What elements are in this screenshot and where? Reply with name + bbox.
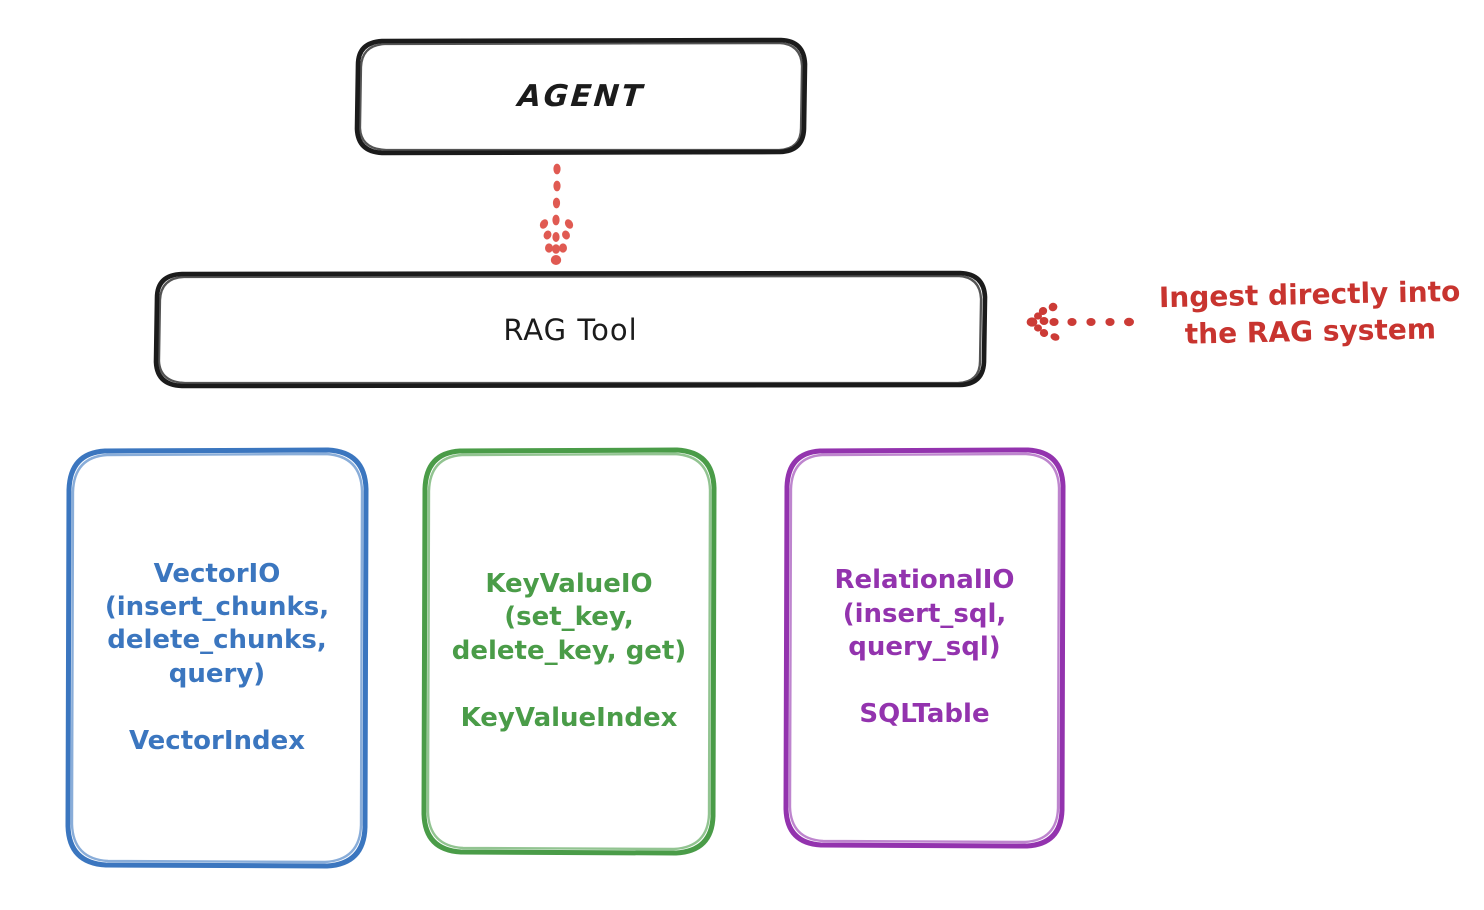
relational-io-api-label: RelationalIO (insert_sql, query_sql) — [834, 565, 1015, 662]
key-value-io-api-label: KeyValueIO (set_key, delete_key, get) — [451, 568, 687, 666]
sql-table-label: SQLTable — [859, 699, 990, 730]
vectorio-box-outline — [65, 447, 369, 869]
vector-io-node[interactable]: VectorIO (insert_chunks, delete_chunks, … — [68, 450, 366, 866]
vector-io-api-label: VectorIO (insert_chunks, delete_chunks, … — [104, 558, 330, 689]
rag-tool-node[interactable]: RAG Tool — [156, 273, 985, 386]
ingest-annotation: Ingest directly into the RAG system — [1158, 274, 1461, 351]
keyvalueio-box-outline — [421, 447, 717, 856]
agent-label: AGENT — [516, 79, 646, 114]
rag-tool-label: RAG Tool — [503, 312, 638, 347]
key-value-index-label: KeyValueIndex — [460, 702, 678, 733]
relational-io-node[interactable]: RelationalIO (insert_sql, query_sql) SQL… — [786, 450, 1063, 846]
vector-index-label: VectorIndex — [128, 725, 306, 756]
agent-node[interactable]: AGENT — [357, 40, 805, 153]
agent-to-rag-connector — [539, 163, 574, 265]
key-value-io-node[interactable]: KeyValueIO (set_key, delete_key, get) Ke… — [424, 450, 714, 853]
agent-box-outline — [354, 37, 808, 156]
rag-tool-box-outline — [153, 270, 988, 389]
relationalio-box-outline — [783, 447, 1066, 849]
note-to-rag-connector — [1026, 302, 1134, 341]
